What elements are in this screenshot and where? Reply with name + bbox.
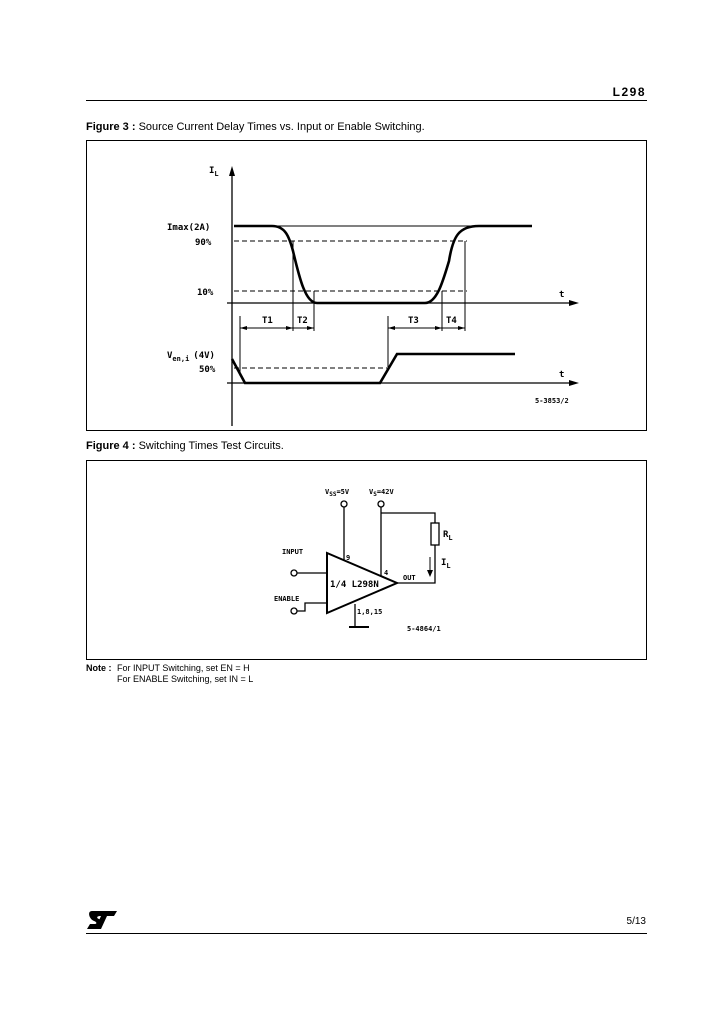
figure4-vs-label: VS=42V [369,488,394,498]
figure4-out-label: OUT [403,574,416,582]
footer-rule [86,933,647,934]
figure3-timing-diagram: IL Imax(2A) 90% 10% t T1 T2 T3 T4 Ven,i(… [167,166,579,426]
figure3-t1-label: T1 [262,316,273,326]
figure3-time-axis-2-arrow [569,380,579,386]
figure3-t4-dimension [442,326,465,330]
figure3-imax-label: Imax(2A) [167,223,210,233]
figure4-caption: Figure 4 : Switching Times Test Circuits… [86,440,284,452]
figure3-t3-label: T3 [408,316,419,326]
figure3-enable-waveform [230,352,515,385]
figure4-frame: VSS=5V VS=42V RL IL INPUT ENABLE 9 4 1/4… [86,460,647,660]
header-rule [86,100,647,101]
note-block: Note : For INPUT Switching, set EN = H Fo… [86,663,253,685]
figure4-output-wire [397,545,436,584]
figure3-t3-dimension [388,326,442,330]
figure3-time-axis-1-arrow [569,300,579,306]
figure3-time-label-1: t [559,290,564,300]
figure4-load-resistor [430,522,440,546]
figure4-input-terminal [290,569,298,577]
figure3-il-label: IL [209,166,219,178]
figure3-time-label-2: t [559,370,564,380]
figure3-y-axis-arrow [229,166,235,176]
page-number: 5/13 [626,916,646,927]
figure4-pin9-label: 9 [346,554,350,562]
document-title: L298 [612,85,646,99]
figure3-t4-label: T4 [446,316,457,326]
note-line-1: For INPUT Switching, set EN = H [117,663,250,673]
figure4-driver-triangle [326,551,400,615]
note-label: Note : [86,663,112,673]
figure4-il-label: IL [441,558,451,570]
figure3-label: Figure 3 : [86,121,136,133]
figure4-enable-label: ENABLE [274,595,299,603]
figure4-reference-code: 5-4864/1 [407,625,441,633]
figure4-enable-wire [294,602,327,612]
figure3-ven-label: Ven,i(4V) [167,351,215,363]
figure4-caption-text: Switching Times Test Circuits. [138,440,284,452]
figure4-supply-to-load-wire [381,512,436,523]
figure4-label: Figure 4 : [86,440,136,452]
figure3-caption: Figure 3 : Source Current Delay Times vs… [86,121,425,133]
figure3-frame: IL Imax(2A) 90% 10% t T1 T2 T3 T4 Ven,i(… [86,140,647,431]
figure3-t2-label: T2 [297,316,308,326]
st-logo [86,909,118,936]
figure4-rl-label: RL [443,530,453,542]
figure3-t1-dimension [240,326,293,330]
figure4-ground-pins-label: 1,8,15 [357,608,382,616]
figure4-load-current-arrowhead [427,570,433,577]
figure3-t2-dimension [293,326,314,330]
figure4-enable-terminal [290,607,298,615]
figure3-10pct-label: 10% [197,288,214,298]
figure4-chip-label: 1/4 L298N [330,580,379,590]
figure3-50pct-label: 50% [199,365,216,375]
figure4-vss-terminal [340,500,348,508]
figure4-input-label: INPUT [282,548,303,556]
note-line-2: For ENABLE Switching, set IN = L [117,674,254,684]
figure4-vss-label: VSS=5V [325,488,350,498]
figure3-90pct-label: 90% [195,238,212,248]
figure3-caption-text: Source Current Delay Times vs. Input or … [138,121,425,133]
figure4-vs-terminal [377,500,385,508]
figure3-current-waveform [234,224,532,305]
figure3-reference-code: 5-3853/2 [535,397,569,405]
figure4-pin4-label: 4 [384,569,388,577]
st-logo-icon [87,911,117,929]
figure4-test-circuit: VSS=5V VS=42V RL IL INPUT ENABLE 9 4 1/4… [274,488,453,633]
